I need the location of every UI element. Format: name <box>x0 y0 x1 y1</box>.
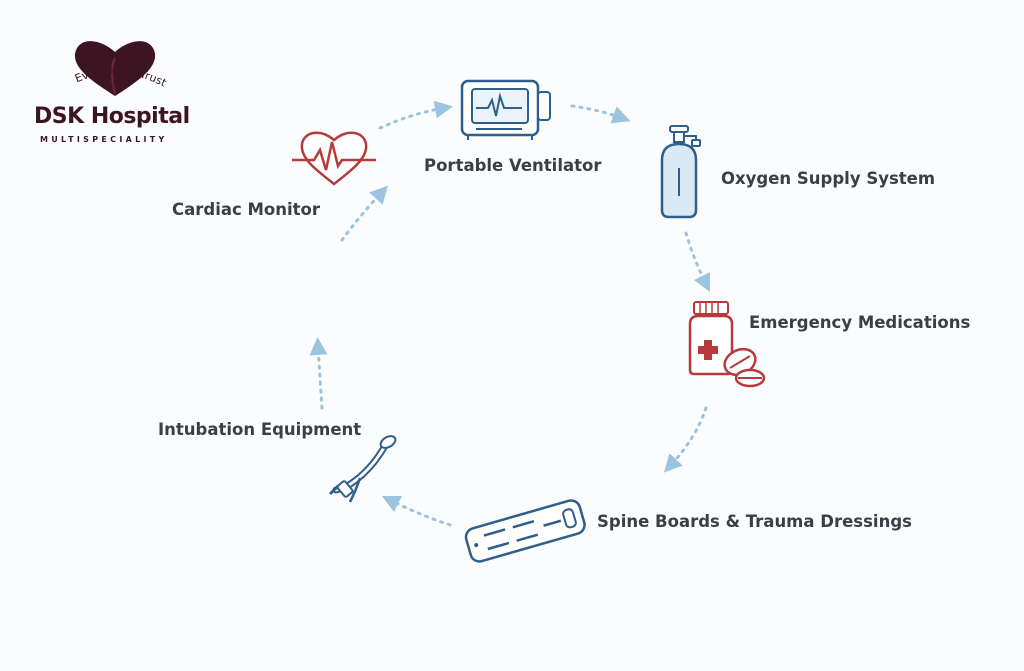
heart-monitor-icon <box>292 131 376 186</box>
arrow-cardiac-to-ventilator <box>378 100 453 130</box>
arrow-intubation-to-cardiac <box>309 337 328 410</box>
arrow-medications-to-spine <box>663 406 708 473</box>
arrow-cardiac-to-cardiac-up <box>340 185 389 242</box>
arrow-oxygen-to-medications <box>684 231 711 293</box>
arrow-spine-to-intubation <box>381 495 452 527</box>
spine-board-icon <box>464 499 586 563</box>
label-emergency-medications: Emergency Medications <box>749 313 971 332</box>
label-portable-ventilator: Portable Ventilator <box>424 156 602 175</box>
label-oxygen-supply: Oxygen Supply System <box>721 169 936 188</box>
oxygen-cylinder-icon <box>660 125 701 219</box>
label-cardiac-monitor: Cardiac Monitor <box>172 200 321 219</box>
label-intubation-equipment: Intubation Equipment <box>158 420 362 439</box>
hospital-logo: Everyone's Trust DSK Hospital MULTISPECI… <box>30 38 200 153</box>
intubation-tube-icon <box>328 435 397 503</box>
logo-subtitle: MULTISPECIALITY <box>40 135 168 144</box>
arrow-ventilator-to-oxygen <box>570 104 631 124</box>
ventilator-icon <box>460 79 551 140</box>
medicine-bottle-icon <box>688 301 766 388</box>
label-spine-boards: Spine Boards & Trauma Dressings <box>597 512 912 531</box>
logo-heart-icon: Everyone's Trust <box>73 41 169 96</box>
logo-name: DSK Hospital <box>34 104 190 129</box>
